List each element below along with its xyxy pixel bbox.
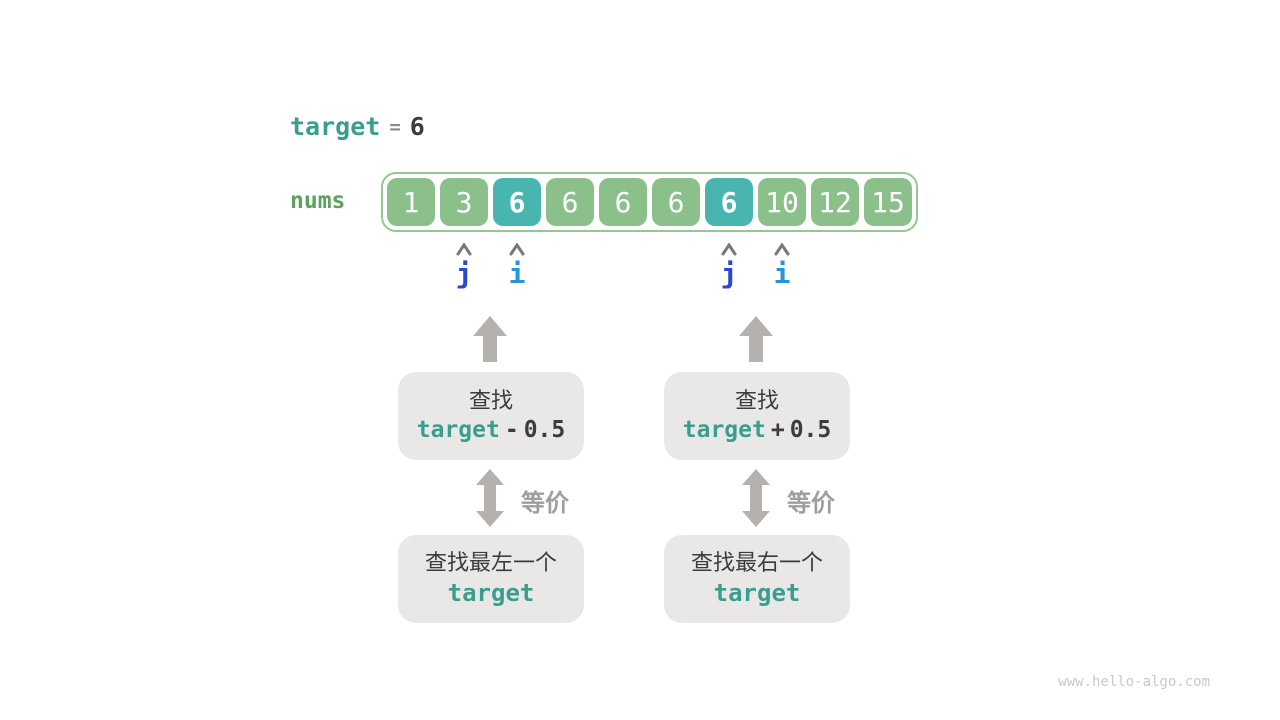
caret-up-icon (721, 243, 737, 256)
pointer-letter: i (773, 257, 791, 290)
up-arrow-icon (739, 316, 773, 362)
search-label: 查找 (734, 387, 779, 413)
search-label: 查找 (468, 387, 513, 413)
up-arrow-icon (473, 316, 507, 362)
pointer-marker: j (709, 243, 749, 288)
array-cell: 3 (440, 178, 488, 226)
search-expr-box-right: 查找 target+0.5 (664, 372, 850, 460)
pointer-marker: i (762, 243, 802, 288)
equivalence-arrow-icon (476, 469, 504, 527)
equivalence-label: 等价 (787, 490, 835, 517)
array-cell: 6 (546, 178, 594, 226)
result-box-right: 查找最右一个 target (664, 535, 850, 623)
expr-number: 0.5 (523, 416, 566, 443)
pointer-letter: j (720, 257, 738, 290)
expr-var: target (682, 416, 766, 443)
array-cell: 15 (864, 178, 912, 226)
array-cell: 6 (493, 178, 541, 226)
array-cell: 6 (599, 178, 647, 226)
expr-var: target (416, 416, 500, 443)
result-box-left: 查找最左一个 target (398, 535, 584, 623)
pointer-letter: i (508, 257, 526, 290)
result-var: target (713, 579, 801, 608)
caret-up-icon (456, 243, 472, 256)
array-cell: 1 (387, 178, 435, 226)
array-cell: 10 (758, 178, 806, 226)
equals-sign: = (389, 116, 401, 138)
target-value: 6 (409, 112, 425, 141)
search-expression: target-0.5 (416, 416, 566, 443)
watermark: www.hello-algo.com (1058, 674, 1210, 690)
target-equation: target = 6 (290, 112, 425, 141)
array-cell: 12 (811, 178, 859, 226)
result-var: target (447, 579, 535, 608)
expr-number: 0.5 (789, 416, 832, 443)
pointer-marker: i (497, 243, 537, 288)
caret-up-icon (509, 243, 525, 256)
result-label: 查找最左一个 (424, 550, 557, 576)
target-var: target (290, 112, 381, 141)
array-cell: 6 (705, 178, 753, 226)
search-expr-box-left: 查找 target-0.5 (398, 372, 584, 460)
pointer-marker: j (444, 243, 484, 288)
equivalence-label: 等价 (521, 490, 569, 517)
expr-operator: - (504, 416, 519, 443)
caret-up-icon (774, 243, 790, 256)
equivalence-arrow-icon (742, 469, 770, 527)
search-expression: target+0.5 (682, 416, 832, 443)
expr-operator: + (770, 416, 785, 443)
array-cell: 6 (652, 178, 700, 226)
result-label: 查找最右一个 (690, 550, 823, 576)
nums-label: nums (290, 188, 346, 214)
pointer-letter: j (455, 257, 473, 290)
